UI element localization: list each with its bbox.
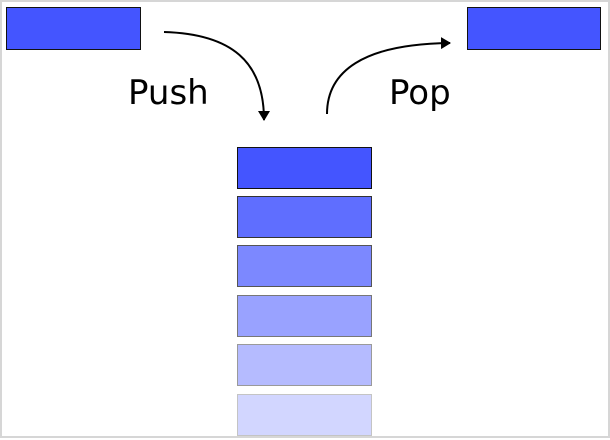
- stack-item-1: [237, 147, 372, 189]
- stack-item-4: [237, 295, 372, 337]
- push-label: Push: [128, 73, 209, 113]
- stack-item-6: [237, 394, 372, 436]
- stack-item-2: [237, 196, 372, 238]
- push-arrow: [163, 31, 270, 121]
- pop-label: Pop: [389, 73, 451, 113]
- stack-item-3: [237, 245, 372, 287]
- pop-arrow: [326, 37, 451, 115]
- stack-item-5: [237, 344, 372, 386]
- popped-item-block: [467, 7, 601, 50]
- pushed-item-block: [6, 7, 141, 50]
